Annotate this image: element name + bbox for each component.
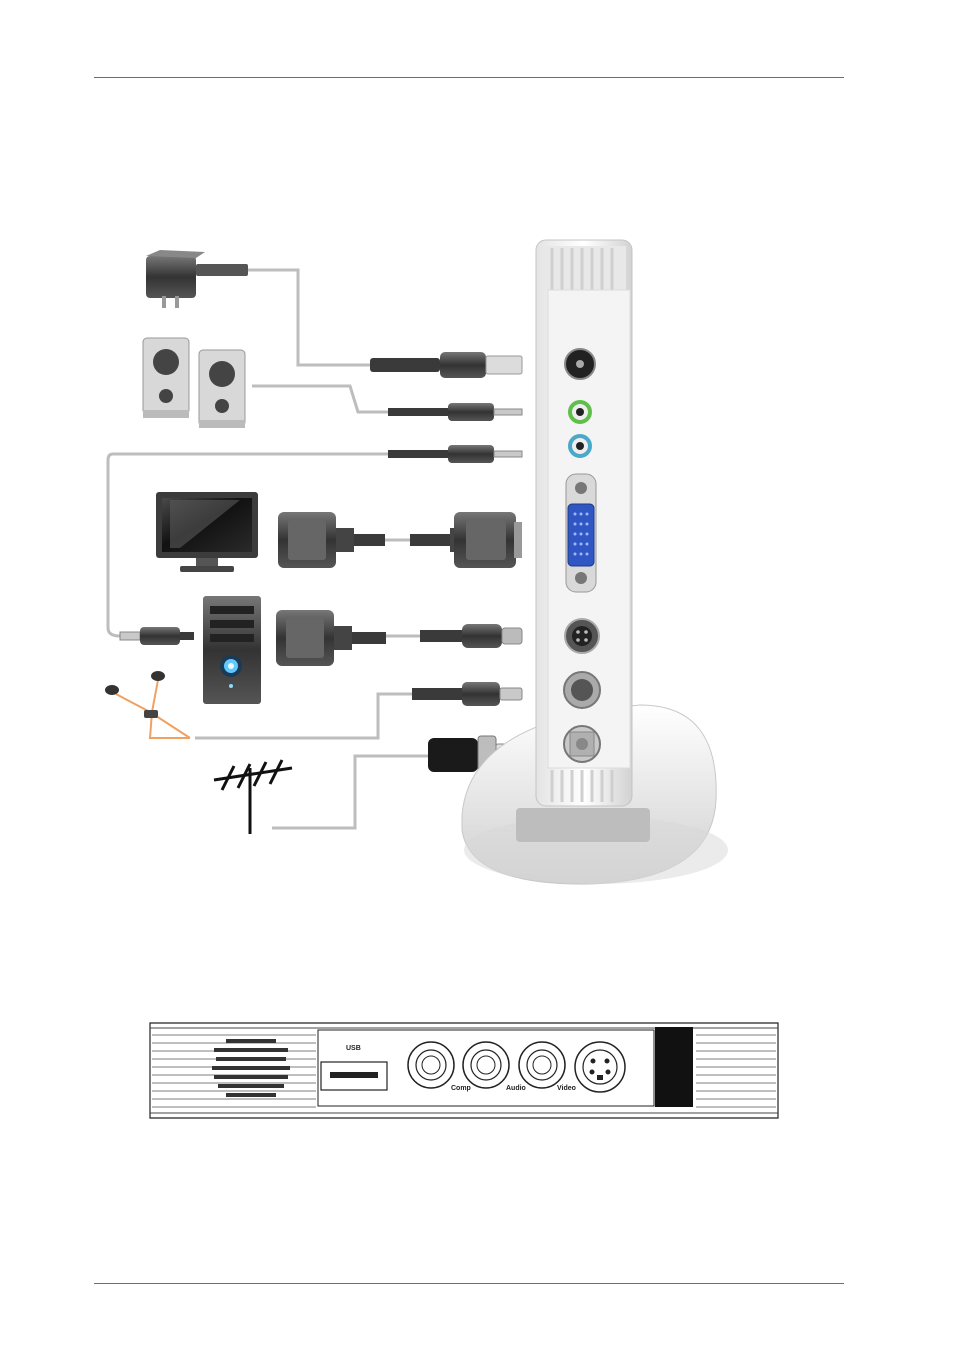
dc-in-port (565, 349, 595, 379)
audio-port (463, 1042, 509, 1088)
svideo-front-port (575, 1042, 625, 1092)
audio-out-plug (388, 403, 522, 421)
vga-port (566, 474, 596, 592)
line-in-plug (120, 627, 194, 645)
video-port (519, 1042, 565, 1088)
power-adapter-icon (146, 250, 248, 308)
comp-port (408, 1042, 454, 1088)
power-plug (370, 352, 522, 378)
usb-port (321, 1062, 387, 1090)
microphone-icon (105, 671, 190, 738)
monitor-icon (156, 492, 258, 572)
coax-port (564, 726, 600, 762)
vga-connector-left (278, 512, 385, 568)
usb-label: USB (346, 1045, 361, 1052)
antenna-icon (214, 760, 292, 834)
audio-in-port (570, 436, 590, 456)
port-label-video: Video (557, 1085, 576, 1092)
audio-out-port (570, 402, 590, 422)
ir-window (655, 1027, 693, 1107)
port-label-audio: Audio (506, 1085, 526, 1092)
port-label-comp: Comp (451, 1085, 471, 1092)
rca-port (564, 672, 600, 708)
svideo-port (565, 619, 599, 653)
audio-in-plug (388, 445, 522, 463)
svideo-plug (420, 624, 522, 648)
svideo-connector-left (276, 610, 386, 666)
vga-connector-right (410, 512, 522, 568)
speakers-icon (143, 338, 245, 428)
rca-plug (412, 682, 522, 706)
computer-tower-icon (203, 596, 261, 704)
